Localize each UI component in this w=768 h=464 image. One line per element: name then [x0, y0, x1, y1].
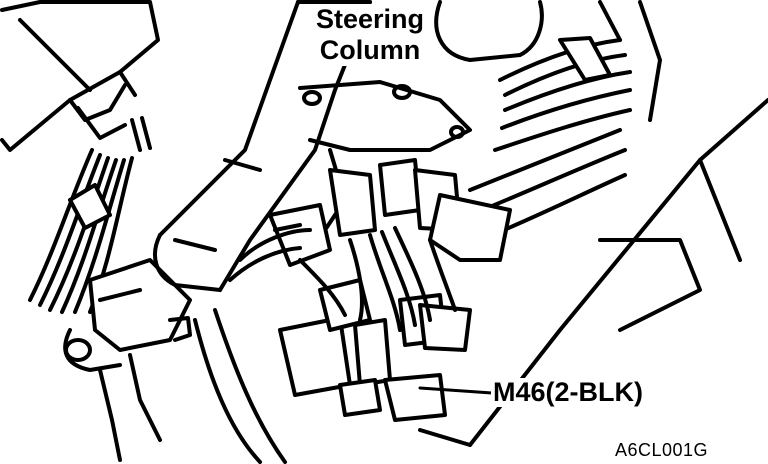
column-cover: [436, 2, 542, 60]
connector-cluster: [230, 160, 510, 420]
control-module: [2, 2, 158, 150]
figure-code: A6CL001G: [614, 440, 710, 460]
steering-column-label-line2: Column: [319, 35, 421, 65]
steering-column-label: Steering Column: [314, 4, 427, 66]
lower-duct: [195, 310, 470, 462]
steering-column-label-line1: Steering: [316, 4, 425, 34]
column-bracket: [65, 260, 190, 460]
connector-leader-line: [420, 388, 492, 393]
right-wire-harness: [470, 2, 660, 240]
left-wire-harness: [30, 118, 150, 312]
connector-label: M46(2-BLK): [491, 377, 646, 407]
